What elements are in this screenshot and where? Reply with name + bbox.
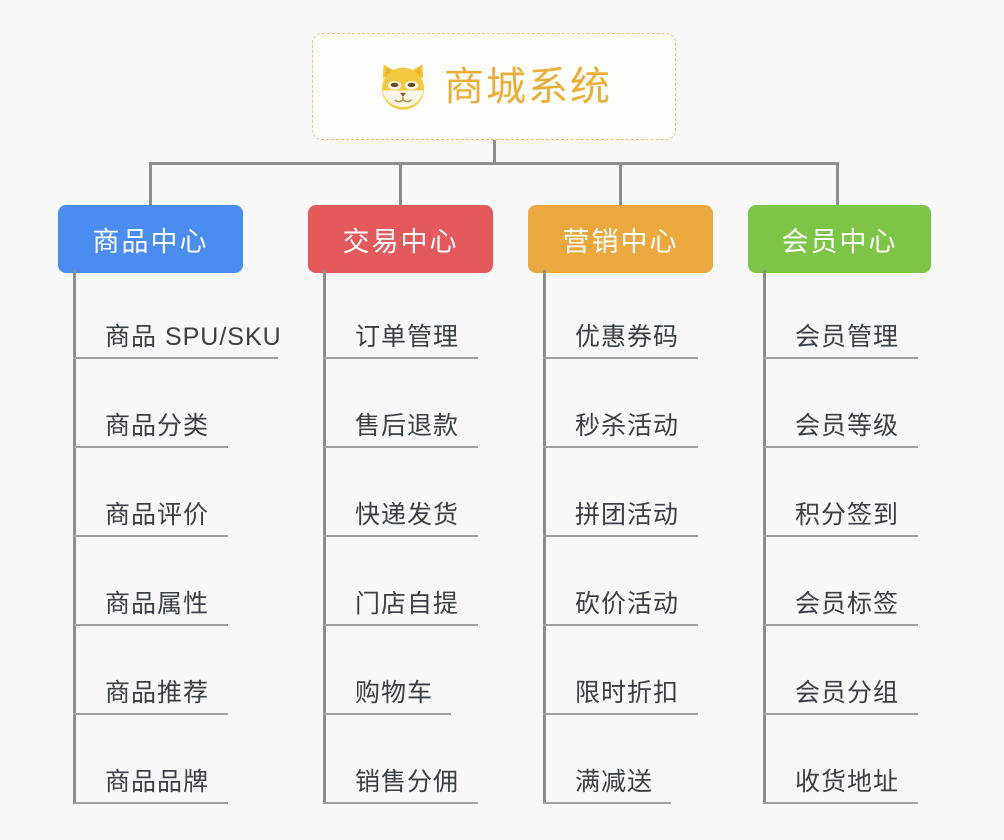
leaf-label: 商品评价 xyxy=(105,500,210,529)
branch-header-会员中心[interactable]: 会员中心 xyxy=(748,205,931,273)
leaf-item[interactable]: 商品 SPU/SKU xyxy=(73,270,281,359)
connector-drop-branch-1 xyxy=(149,162,152,207)
leaf-label: 收货地址 xyxy=(795,767,900,796)
leaf-item[interactable]: 限时折扣 xyxy=(543,626,698,715)
root-title: 商城系统 xyxy=(444,64,612,109)
branch-header-商品中心[interactable]: 商品中心 xyxy=(58,205,243,273)
leaf-label: 商品分类 xyxy=(105,411,210,440)
leaf-item[interactable]: 会员分组 xyxy=(763,626,918,715)
leaf-label: 限时折扣 xyxy=(575,678,680,707)
leaf-item[interactable]: 商品分类 xyxy=(73,359,228,448)
leaf-label: 订单管理 xyxy=(355,322,460,351)
leaf-label: 砍价活动 xyxy=(575,589,680,618)
branch-spine xyxy=(763,270,766,804)
branch-header-label: 会员中心 xyxy=(781,226,898,257)
leaf-label: 满减送 xyxy=(575,767,654,796)
leaf-label: 商品属性 xyxy=(105,589,210,618)
leaf-item[interactable]: 销售分佣 xyxy=(323,715,478,804)
leaf-item[interactable]: 拼团活动 xyxy=(543,448,698,537)
branch-spine xyxy=(323,270,326,804)
leaf-item[interactable]: 满减送 xyxy=(543,715,671,804)
leaf-item[interactable]: 商品推荐 xyxy=(73,626,228,715)
leaf-label: 商品推荐 xyxy=(105,678,210,707)
leaf-item[interactable]: 快递发货 xyxy=(323,448,478,537)
branch-spine xyxy=(73,270,76,804)
leaf-item[interactable]: 会员标签 xyxy=(763,537,918,626)
leaf-label: 会员标签 xyxy=(795,589,900,618)
leaf-item[interactable]: 购物车 xyxy=(323,626,451,715)
leaf-label: 售后退款 xyxy=(355,411,460,440)
connector-drop-branch-4 xyxy=(836,162,839,207)
branch-header-交易中心[interactable]: 交易中心 xyxy=(308,205,493,273)
shiba-dog-face-icon xyxy=(381,63,425,110)
root-node[interactable]: 商城系统 xyxy=(312,33,676,140)
leaf-label: 会员管理 xyxy=(795,322,900,351)
leaf-item[interactable]: 优惠券码 xyxy=(543,270,698,359)
branch-header-营销中心[interactable]: 营销中心 xyxy=(528,205,713,273)
leaf-item[interactable]: 商品属性 xyxy=(73,537,228,626)
leaf-item[interactable]: 秒杀活动 xyxy=(543,359,698,448)
leaf-label: 门店自提 xyxy=(355,589,460,618)
leaf-label: 快递发货 xyxy=(355,500,460,529)
branch-header-label: 交易中心 xyxy=(342,226,459,257)
connector-drop-branch-3 xyxy=(619,162,622,207)
connector-horizontal-bus xyxy=(149,162,839,165)
branch-header-label: 商品中心 xyxy=(92,226,209,257)
leaf-label: 商品 SPU/SKU xyxy=(105,322,282,351)
leaf-label: 购物车 xyxy=(355,678,434,707)
leaf-label: 优惠券码 xyxy=(575,322,680,351)
leaf-label: 会员分组 xyxy=(795,678,900,707)
leaf-label: 积分签到 xyxy=(795,500,900,529)
leaf-label: 秒杀活动 xyxy=(575,411,680,440)
leaf-label: 商品品牌 xyxy=(105,767,210,796)
leaf-label: 会员等级 xyxy=(795,411,900,440)
leaf-item[interactable]: 积分签到 xyxy=(763,448,918,537)
leaf-item[interactable]: 商品评价 xyxy=(73,448,228,537)
leaf-label: 拼团活动 xyxy=(575,500,680,529)
leaf-item[interactable]: 砍价活动 xyxy=(543,537,698,626)
leaf-item[interactable]: 会员等级 xyxy=(763,359,918,448)
leaf-item[interactable]: 会员管理 xyxy=(763,270,918,359)
branch-spine xyxy=(543,270,546,804)
branch-header-label: 营销中心 xyxy=(562,226,679,257)
leaf-item[interactable]: 商品品牌 xyxy=(73,715,228,804)
leaf-item[interactable]: 收货地址 xyxy=(763,715,918,804)
leaf-item[interactable]: 售后退款 xyxy=(323,359,478,448)
leaf-item[interactable]: 门店自提 xyxy=(323,537,478,626)
connector-root-stem xyxy=(493,140,496,164)
leaf-item[interactable]: 订单管理 xyxy=(323,270,478,359)
connector-drop-branch-2 xyxy=(399,162,402,207)
leaf-label: 销售分佣 xyxy=(355,767,460,796)
